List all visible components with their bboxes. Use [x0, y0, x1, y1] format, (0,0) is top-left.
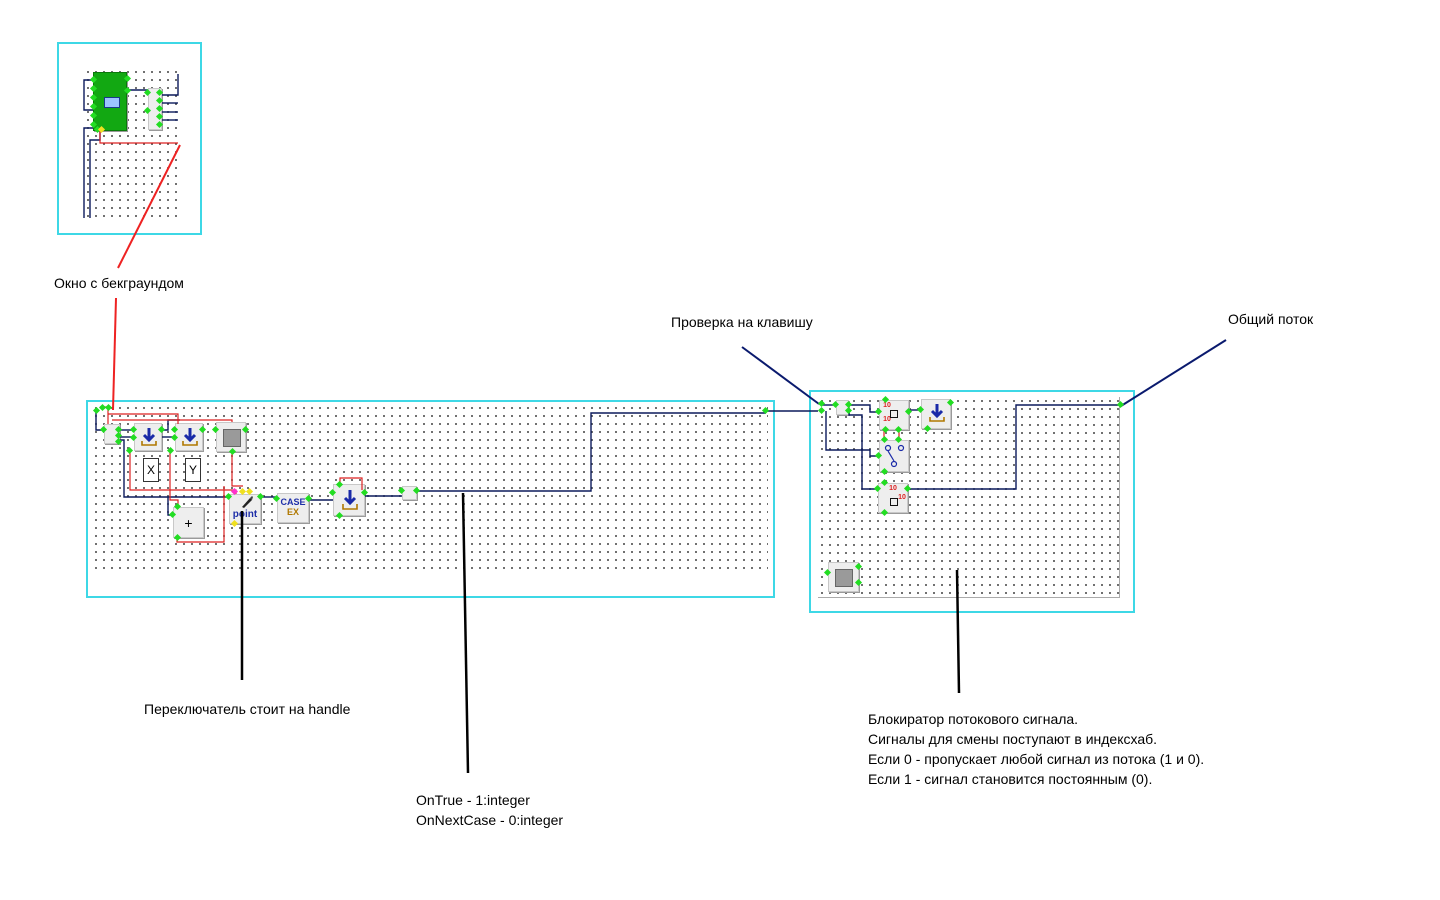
blocker-scheme-frame — [809, 390, 1135, 613]
switch-handle-note: Переключатель стоит на handle — [144, 701, 351, 717]
pen-icon — [240, 495, 254, 509]
ontrue-note: OnTrue - 1:integer — [416, 792, 530, 808]
memory-output-component[interactable] — [333, 484, 365, 516]
background-window-note: Окно с бекграундом — [54, 275, 184, 291]
case-label: CASE — [280, 497, 306, 507]
arrow-down-icon — [342, 489, 358, 511]
blocker-canvas-border — [818, 397, 1120, 598]
memory-blocker-component[interactable] — [921, 399, 951, 429]
key-check-note: Проверка на клавишу — [671, 314, 813, 330]
arrow-down-icon — [182, 427, 198, 447]
index-to-channel-top[interactable]: 10 10 — [879, 400, 909, 430]
plus-component[interactable]: + — [173, 507, 204, 538]
switch-icon — [884, 444, 906, 468]
blocker-note-line-2: Сигналы для смены поступают в индексхаб. — [868, 731, 1158, 747]
index-icon — [890, 410, 898, 418]
gray-square-component[interactable] — [216, 422, 246, 452]
square-icon — [835, 569, 853, 587]
memory-x-component[interactable] — [134, 423, 162, 451]
index-icon — [890, 498, 898, 506]
main-scheme-canvas — [92, 404, 768, 572]
main-scheme-frame — [86, 400, 775, 598]
square-icon — [223, 429, 241, 447]
ten-label: 10 — [889, 485, 897, 492]
blocker-note-line-4: Если 1 - сигнал становится постоянным (0… — [868, 771, 1153, 787]
index-to-channel-bottom[interactable]: 10 10 — [878, 483, 908, 513]
ex-label: EX — [286, 507, 299, 517]
x-label-box: X — [143, 458, 159, 482]
arrow-down-icon — [929, 403, 945, 423]
blocker-note-line-1: Блокиратор потокового сигнала. — [868, 711, 1079, 727]
green-form-component[interactable] — [93, 72, 127, 131]
point-component[interactable]: point — [229, 494, 261, 524]
ten-label: 10 — [898, 494, 906, 501]
point-label: point — [232, 509, 258, 520]
ten-label: 10 — [883, 402, 891, 409]
case-ex-component[interactable]: CASE EX — [277, 493, 309, 523]
y-label-box: Y — [185, 458, 201, 482]
background-window-frame — [57, 42, 202, 235]
onnextcase-note: OnNextCase - 0:integer — [416, 812, 564, 828]
window-icon — [104, 97, 120, 108]
blocker-gray-square-component[interactable] — [828, 562, 859, 592]
arrow-down-icon — [141, 427, 157, 447]
blocker-note-line-3: Если 0 - пропускает любой сигнал из пото… — [868, 751, 1205, 767]
memory-y-component[interactable] — [175, 423, 203, 451]
blocker-scheme-canvas — [818, 397, 1120, 598]
ten-label: 10 — [883, 416, 891, 423]
common-stream-note: Общий поток — [1228, 311, 1314, 327]
